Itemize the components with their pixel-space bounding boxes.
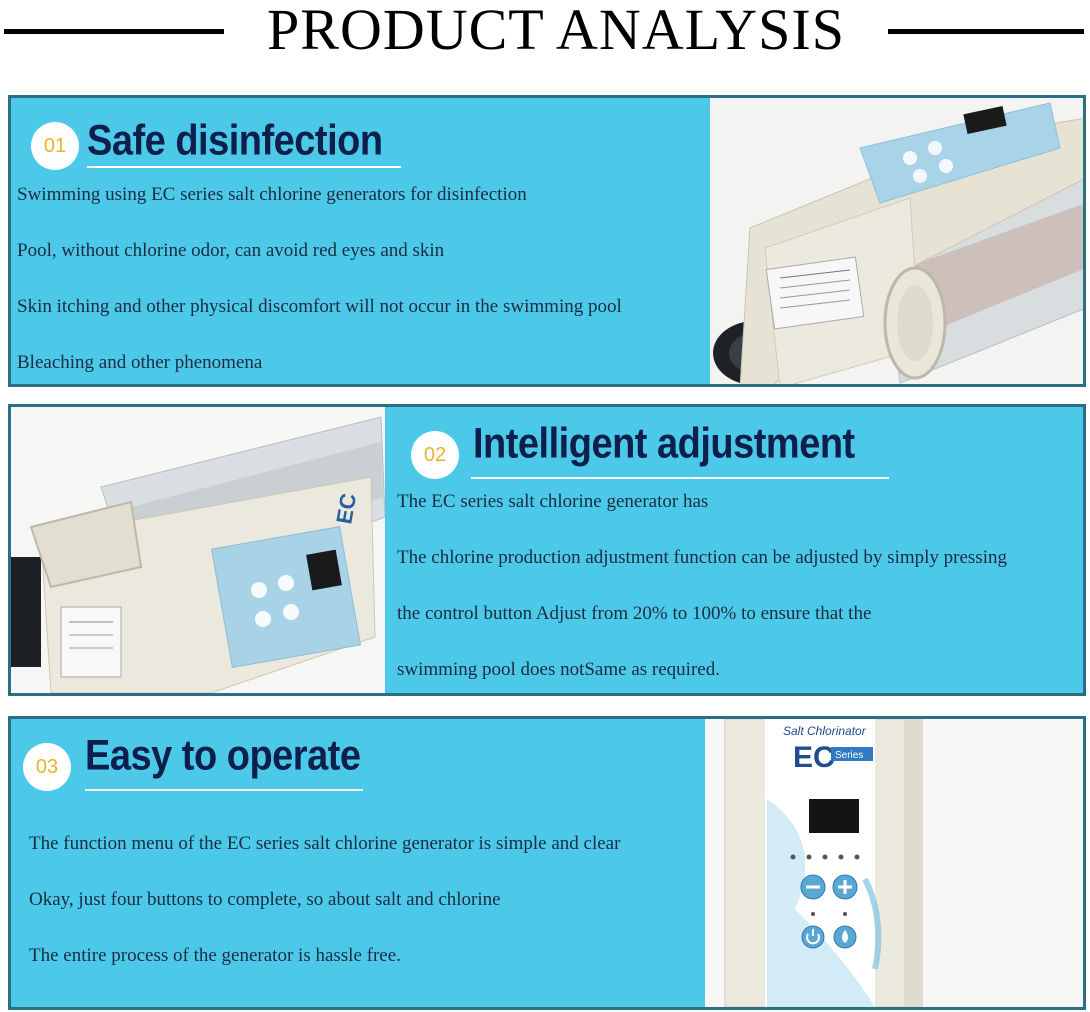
- section-easy-to-operate: 03 Easy to operate The function menu of …: [8, 716, 1086, 1010]
- section-text-line: The EC series salt chlorine generator ha…: [397, 491, 709, 512]
- section-text-line: Bleaching and other phenomena: [17, 352, 263, 373]
- section-text-line: Skin itching and other physical discomfo…: [17, 296, 622, 317]
- section-text-line: The entire process of the generator is h…: [29, 945, 401, 966]
- section-heading: Intelligent adjustment: [473, 420, 855, 468]
- section-text-line: Swimming using EC series salt chlorine g…: [17, 184, 527, 205]
- water-drop-icon: [833, 925, 857, 949]
- section-safe-disinfection: 01 Safe disinfection Swimming using EC s…: [8, 95, 1086, 387]
- plus-icon: [832, 874, 858, 900]
- page-title: PRODUCT ANALYSIS: [267, 0, 845, 62]
- device-brand: EC: [793, 741, 835, 774]
- section-number-badge: 02: [411, 431, 459, 479]
- heading-underline: [87, 166, 401, 168]
- section-heading: Safe disinfection: [87, 117, 383, 165]
- section-text-line: The function menu of the EC series salt …: [29, 833, 621, 854]
- section-number-badge: 01: [31, 122, 79, 170]
- page-header: PRODUCT ANALYSIS: [0, 0, 1090, 60]
- svg-text:EC: EC: [331, 491, 361, 526]
- heading-underline: [471, 477, 889, 479]
- section-text-line: Okay, just four buttons to complete, so …: [29, 889, 501, 910]
- device-series: Series: [835, 750, 863, 761]
- power-icon: [801, 925, 825, 949]
- chlorinator-illustration: EC: [11, 407, 386, 693]
- product-photo-top-view: [710, 98, 1083, 384]
- header-rule-right: [888, 29, 1084, 34]
- minus-icon: [800, 874, 826, 900]
- section-heading: Easy to operate: [85, 732, 361, 780]
- heading-underline: [85, 789, 363, 791]
- section-number-badge: 03: [23, 743, 71, 791]
- control-panel-illustration: Salt Chlorinator EC Series: [705, 719, 1083, 1007]
- section-text-line: swimming pool does notSame as required.: [397, 659, 720, 680]
- product-photo-control-panel: Salt Chlorinator EC Series: [705, 719, 1083, 1007]
- section-text-line: The chlorine production adjustment funct…: [397, 547, 1007, 568]
- header-rule-left: [4, 29, 224, 34]
- device-label: Salt Chlorinator: [783, 724, 867, 738]
- chlorinator-illustration: [710, 98, 1083, 384]
- product-photo-side-view: EC: [11, 407, 386, 693]
- section-text-line: Pool, without chlorine odor, can avoid r…: [17, 240, 445, 261]
- section-intelligent-adjustment: EC 02 Intelligent adjustment The EC seri…: [8, 404, 1086, 696]
- section-text-line: the control button Adjust from 20% to 10…: [397, 603, 872, 624]
